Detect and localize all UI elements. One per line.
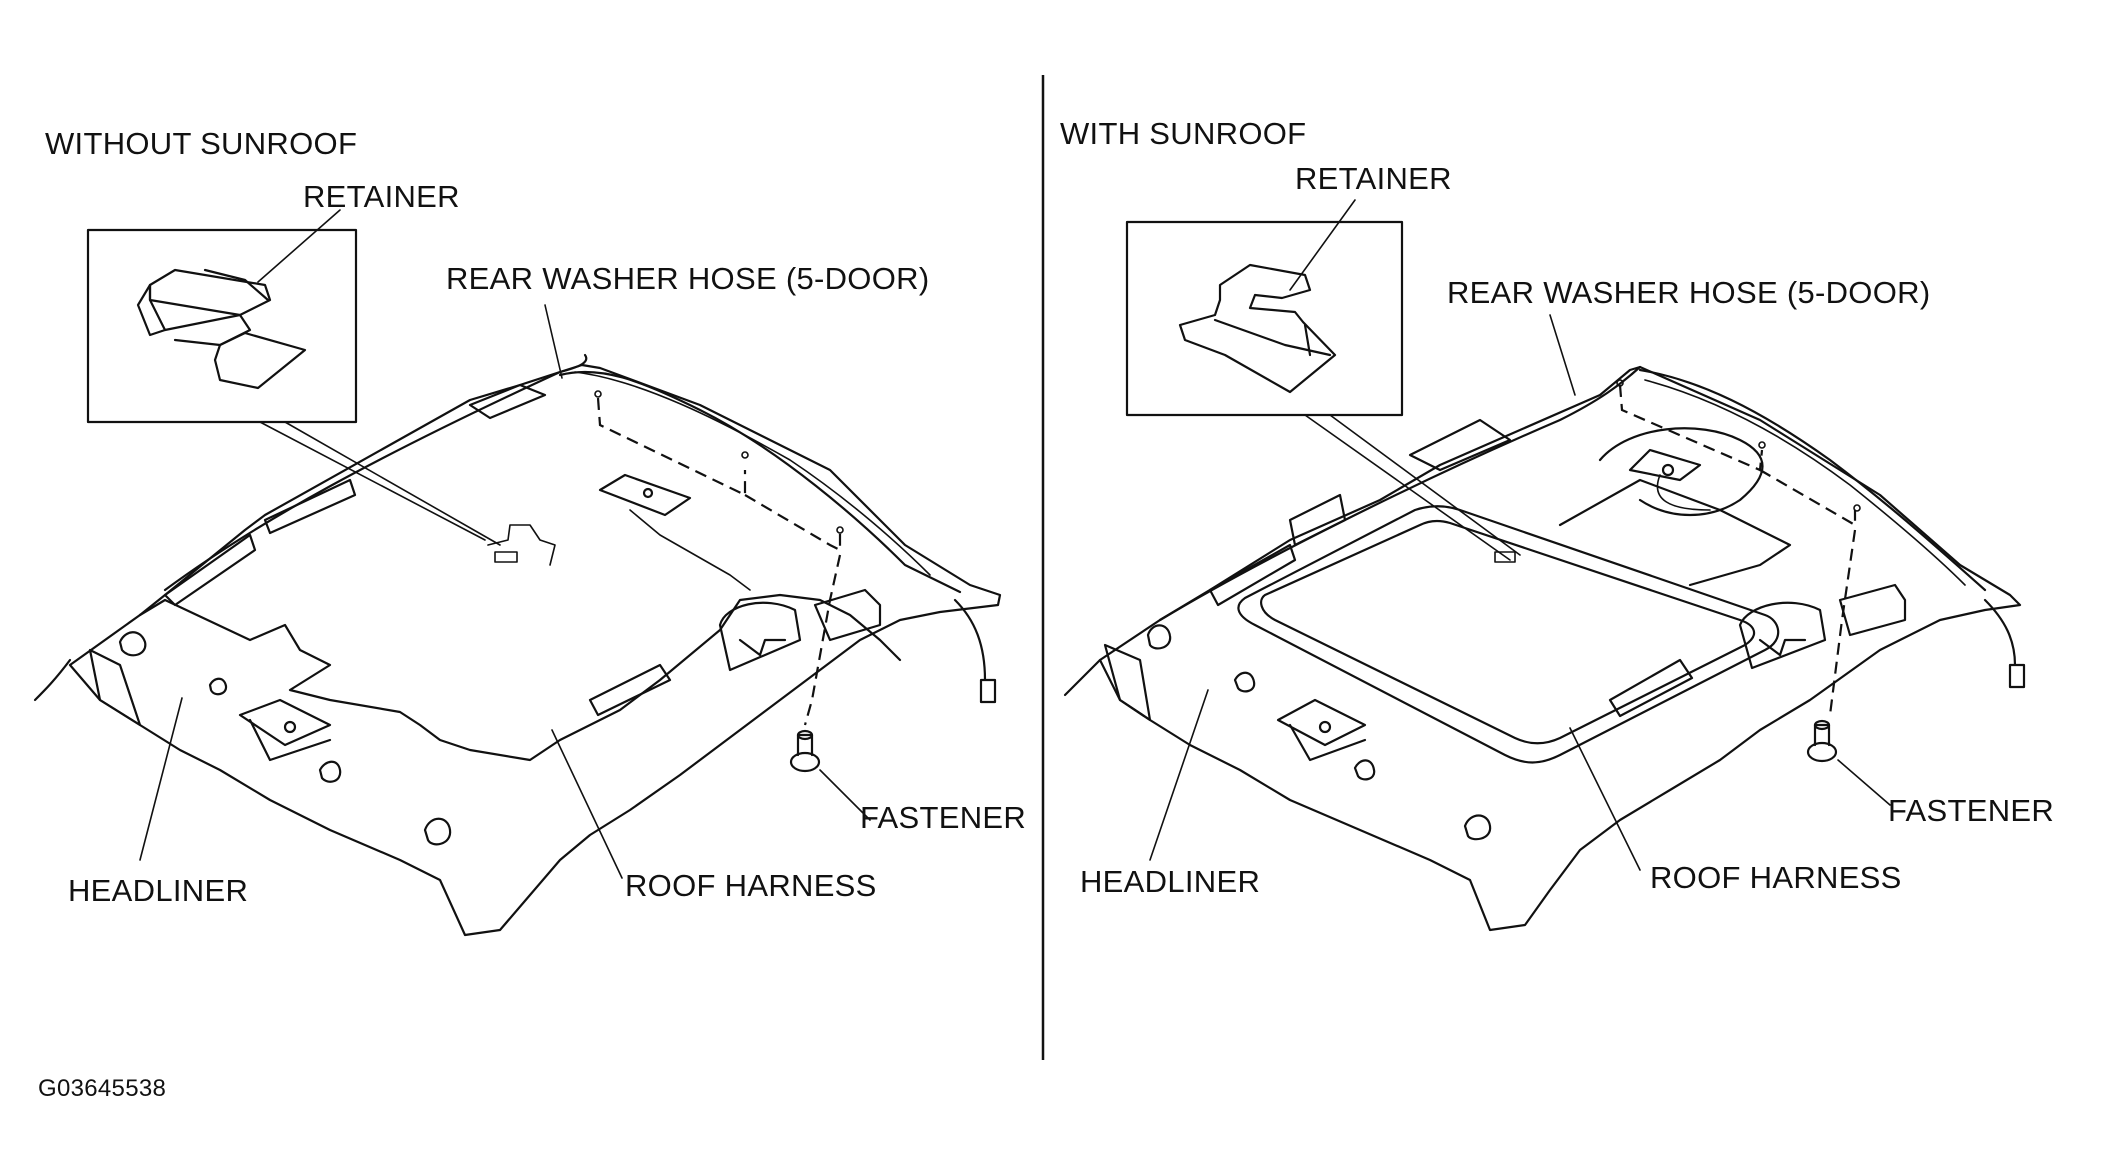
right-headliner-outline (1098, 365, 2022, 932)
left-fastener-part (789, 729, 821, 773)
left-fastener-label: FASTENER (860, 800, 1027, 835)
right-retainer-label: RETAINER (1295, 161, 1452, 196)
left-retainer-label: RETAINER (303, 179, 460, 214)
right-fastener-part (1806, 719, 1838, 763)
left-panel-title: WITHOUT SUNROOF (45, 126, 358, 161)
left-headliner-label: HEADLINER (68, 873, 249, 908)
right-rear-washer-hose-label: REAR WASHER HOSE (5-DOOR) (1447, 275, 1931, 310)
left-panel-drawing (33, 209, 1002, 937)
left-roof-harness-label: ROOF HARNESS (625, 868, 877, 903)
left-rear-washer-hose-label: REAR WASHER HOSE (5-DOOR) (446, 261, 930, 296)
left-retainer-part (136, 268, 307, 390)
right-panel-drawing (1063, 199, 2026, 932)
right-headliner-label: HEADLINER (1080, 864, 1261, 899)
right-retainer-part (1178, 263, 1337, 394)
right-retainer-inset (1125, 220, 1404, 417)
right-panel-title: WITH SUNROOF (1060, 116, 1307, 151)
right-roof-harness-label: ROOF HARNESS (1650, 860, 1902, 895)
figure-code: G03645538 (38, 1075, 167, 1102)
right-fastener-label: FASTENER (1888, 793, 2055, 828)
left-retainer-inset (86, 228, 358, 424)
left-headliner-outline (68, 363, 1002, 937)
